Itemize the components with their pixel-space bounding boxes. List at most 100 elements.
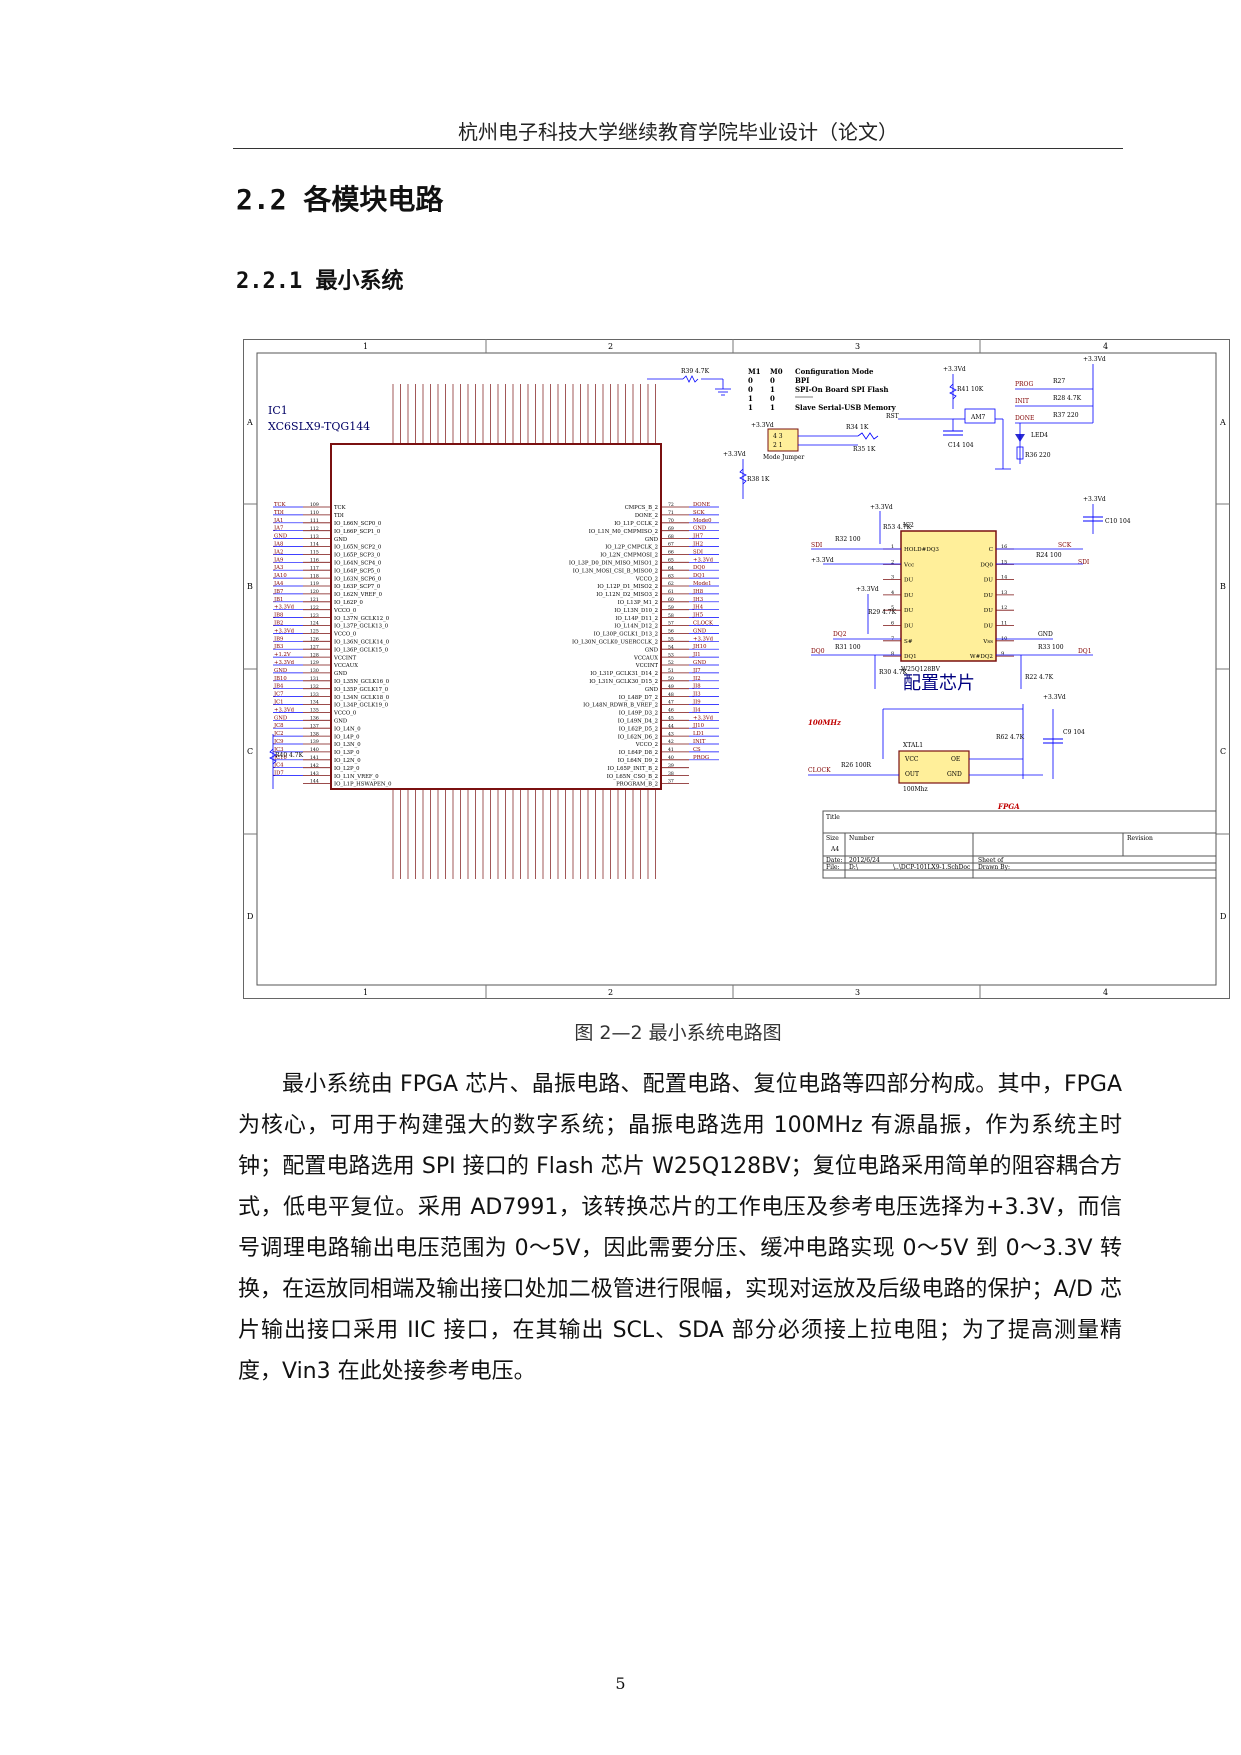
r35-label: R35 1K [853,446,876,453]
tb-file2: \..\DCP-101LX9-1.SchDoc [893,864,971,871]
net-label: JB1 [273,597,283,603]
pin-number: 5 [891,605,894,611]
pin-label: DU [984,608,993,614]
net-label: SDI [693,549,703,555]
pin-number: 44 [668,723,674,729]
tb-date: 2012/6/24 [849,857,880,864]
net-label: JC4 [273,763,284,769]
pin-label: CMPCS_B_2 [625,505,658,511]
pin-label: IO_L4P_0 [334,734,360,740]
gnd-label: GND [1038,631,1053,638]
prog-net: PROG [1015,381,1033,388]
pin-label: VCCO_0 [333,608,357,614]
net-label: JH5 [692,613,703,619]
tb-sheet: Sheet of [978,857,1004,864]
vcc-label: +3.3Vd [811,557,834,564]
pin-label: IO_L62N_D6_2 [618,734,658,740]
mode-cell: 0 [770,376,775,385]
pin-number: 143 [310,771,319,777]
pin-number: 132 [310,684,319,690]
net-label: JC2 [273,731,284,737]
r36-label: R36 220 [1025,452,1051,459]
pin-label: W#DQ2 [970,654,994,660]
pin-label: DU [984,624,993,630]
pin-number: 11 [1001,621,1007,627]
net-label: +3.3Vd [274,605,295,611]
vcc-label: +3.3Vd [856,586,879,593]
r41-label: R41 10K [957,386,984,393]
mode-cell: SPI-On Board SPI Flash [795,385,889,394]
pin-label: IO_L1P_CCLK_2 [614,521,658,527]
mode-cell: 1 [770,403,775,412]
pin-number: 135 [310,708,319,714]
pin-label: DU [904,593,913,599]
tb-drawn: Drawn By: [978,864,1010,871]
schematic-figure: 1 2 3 4 1 2 3 4 A B C D A B C D IC1 XC6S… [243,339,1230,999]
mode-cell: BPI [795,376,809,385]
schematic-drawing: 1 2 3 4 1 2 3 4 A B C D A B C D IC1 XC6S… [243,339,1230,999]
net-label: JA3 [273,565,283,571]
clock-net: CLOCK [808,767,831,774]
pin-label: IO_L49N_D4_2 [618,719,658,725]
pin-number: 6 [891,621,894,627]
mode-header-cfg: Configuration Mode [795,367,874,376]
net-label: GND [274,715,287,721]
net-label: JD7 [273,771,284,777]
am7-label: AM7 [970,414,985,421]
pin-number: 63 [668,573,674,579]
pin-label: IO_L64N_SCP4_0 [334,561,382,567]
pin-number: 47 [668,700,674,706]
pin-number: 37 [668,779,674,785]
r62-label: R62 4.7K [996,734,1025,741]
row-label: B [1220,582,1226,591]
net-label: JB2 [273,621,283,627]
pin-number: 70 [668,518,674,524]
net-label: JH4 [692,605,704,611]
pin-number: 62 [668,581,674,587]
mode-cell: 0 [770,394,775,403]
net-label: GND [693,526,706,532]
pin-number: 42 [668,739,674,745]
pin-number: 41 [668,747,674,753]
pin-number: 114 [310,542,319,548]
pin-number: 141 [310,755,319,761]
net-label: GND [693,628,706,634]
xtal-label: XTAL1 [903,742,923,749]
net-label: JC10 [273,755,288,761]
pin-number: 68 [668,534,674,540]
pin-number: 60 [668,597,674,603]
net-label: JI7 [692,668,701,674]
pin-number: 125 [310,629,319,635]
svg-text:2 1: 2 1 [773,442,783,449]
pin-number: 110 [310,510,319,516]
r53-label: R53 4.7K [883,524,912,531]
net-label: SCK [693,510,706,516]
pin-number: 61 [668,589,674,595]
pin-label: IO_L12P_D1_MISO2_2 [597,584,658,590]
mode-header-m0: M0 [770,367,783,376]
pin-label: IO_L30N_GCLK0_USERCCLK_2 [572,640,658,646]
pin-label: HOLD#DQ3 [904,547,939,553]
mode-cell: 0 [748,376,753,385]
col-label: 3 [855,988,860,997]
pin-label: IO_L64P_D8_2 [619,750,658,756]
pin-number: 46 [668,708,674,714]
net-label: JI8 [692,684,701,690]
row-label: C [1220,747,1226,756]
tb-date-label: Date: [826,857,842,864]
pin-label: IO_L37P_GCLK13_0 [334,624,389,630]
tb-file: D:\ [849,864,859,871]
pin-number: 54 [668,644,674,650]
net-label: JC9 [273,739,284,745]
title-block: Title Size A4 Number Revision Date: 2012… [822,810,1217,879]
pin-number: 58 [668,613,674,619]
net-label: JB4 [273,684,284,690]
pin-label: IO_L13P_M1_2 [618,600,658,606]
pin-number: 39 [668,763,674,769]
pin-label: IO_L49P_D3_2 [619,711,658,717]
r26-label: R26 100R [841,762,872,769]
pin-number: 3 [891,575,894,581]
header-rule [233,148,1123,149]
net-label: INIT [693,739,706,745]
vcc-label: +3.3Vd [751,422,774,429]
